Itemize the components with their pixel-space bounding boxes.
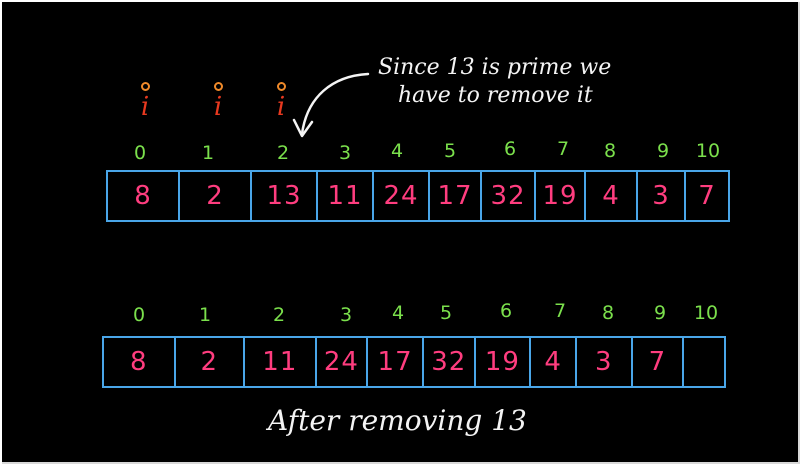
before-cell: 17 xyxy=(430,172,482,220)
pointer-label: i xyxy=(140,92,150,122)
after-cell xyxy=(684,338,724,386)
before-cell: 3 xyxy=(638,172,686,220)
after-index: 10 xyxy=(693,302,719,324)
before-array: 8 2 13 11 24 17 32 19 4 3 7 xyxy=(106,170,730,222)
before-cell: 32 xyxy=(482,172,536,220)
before-index: 4 xyxy=(390,140,404,162)
after-cell: 2 xyxy=(176,338,246,386)
before-index: 3 xyxy=(338,142,352,164)
whiteboard-canvas: Since 13 is prime we have to remove it i… xyxy=(2,2,800,464)
after-cell: 19 xyxy=(476,338,532,386)
pointer-dot xyxy=(277,82,286,91)
before-index: 0 xyxy=(133,142,147,164)
after-cell: 24 xyxy=(317,338,369,386)
after-cell: 32 xyxy=(424,338,476,386)
note-line-2: have to remove it xyxy=(398,83,593,108)
before-index: 6 xyxy=(503,138,517,160)
pointer-dot xyxy=(214,82,223,91)
after-index: 0 xyxy=(132,304,146,326)
before-cell: 7 xyxy=(698,181,716,211)
pointer-dot xyxy=(141,82,150,91)
before-cell: 4 xyxy=(586,172,638,220)
after-index: 1 xyxy=(198,304,212,326)
pointer-i-0: i xyxy=(130,82,160,122)
after-index: 8 xyxy=(601,302,615,324)
before-cell: 19 xyxy=(536,172,586,220)
before-cell: 24 xyxy=(374,172,430,220)
caption: After removing 13 xyxy=(268,404,527,437)
pointer-i-2: i xyxy=(266,82,296,122)
before-index: 5 xyxy=(443,140,457,162)
after-cell: 7 xyxy=(633,338,685,386)
after-index: 9 xyxy=(653,302,667,324)
after-indices: 0 1 2 3 4 5 6 7 8 9 10 xyxy=(2,2,798,462)
after-index: 5 xyxy=(439,302,453,324)
before-cell: 8 xyxy=(108,172,180,220)
after-array: 8 2 11 24 17 32 19 4 3 7 xyxy=(102,336,726,388)
note-line-1: Since 13 is prime we xyxy=(378,55,612,80)
before-indices: 0 1 2 3 4 5 6 7 8 9 10 xyxy=(2,2,798,462)
after-cell: 4 xyxy=(531,338,577,386)
before-index: 1 xyxy=(201,142,215,164)
annotation-arrow xyxy=(292,72,370,138)
before-index: 10 xyxy=(695,140,721,162)
pointer-i-1: i xyxy=(203,82,233,122)
after-index: 3 xyxy=(339,304,353,326)
after-cell: 8 xyxy=(104,338,176,386)
after-cell: 11 xyxy=(245,338,317,386)
after-index: 6 xyxy=(499,300,513,322)
before-index: 8 xyxy=(603,140,617,162)
before-index: 7 xyxy=(556,138,570,160)
before-index: 2 xyxy=(276,142,290,164)
pointer-label: i xyxy=(276,92,286,122)
pointer-label: i xyxy=(213,92,223,122)
after-index: 2 xyxy=(272,304,286,326)
after-index: 4 xyxy=(391,302,405,324)
before-cell: 11 xyxy=(318,172,374,220)
after-cell: 3 xyxy=(577,338,633,386)
before-cell: 2 xyxy=(180,172,252,220)
after-cell: 17 xyxy=(368,338,424,386)
after-index: 7 xyxy=(553,300,567,322)
before-index: 9 xyxy=(656,140,670,162)
before-cell: 13 xyxy=(252,172,318,220)
